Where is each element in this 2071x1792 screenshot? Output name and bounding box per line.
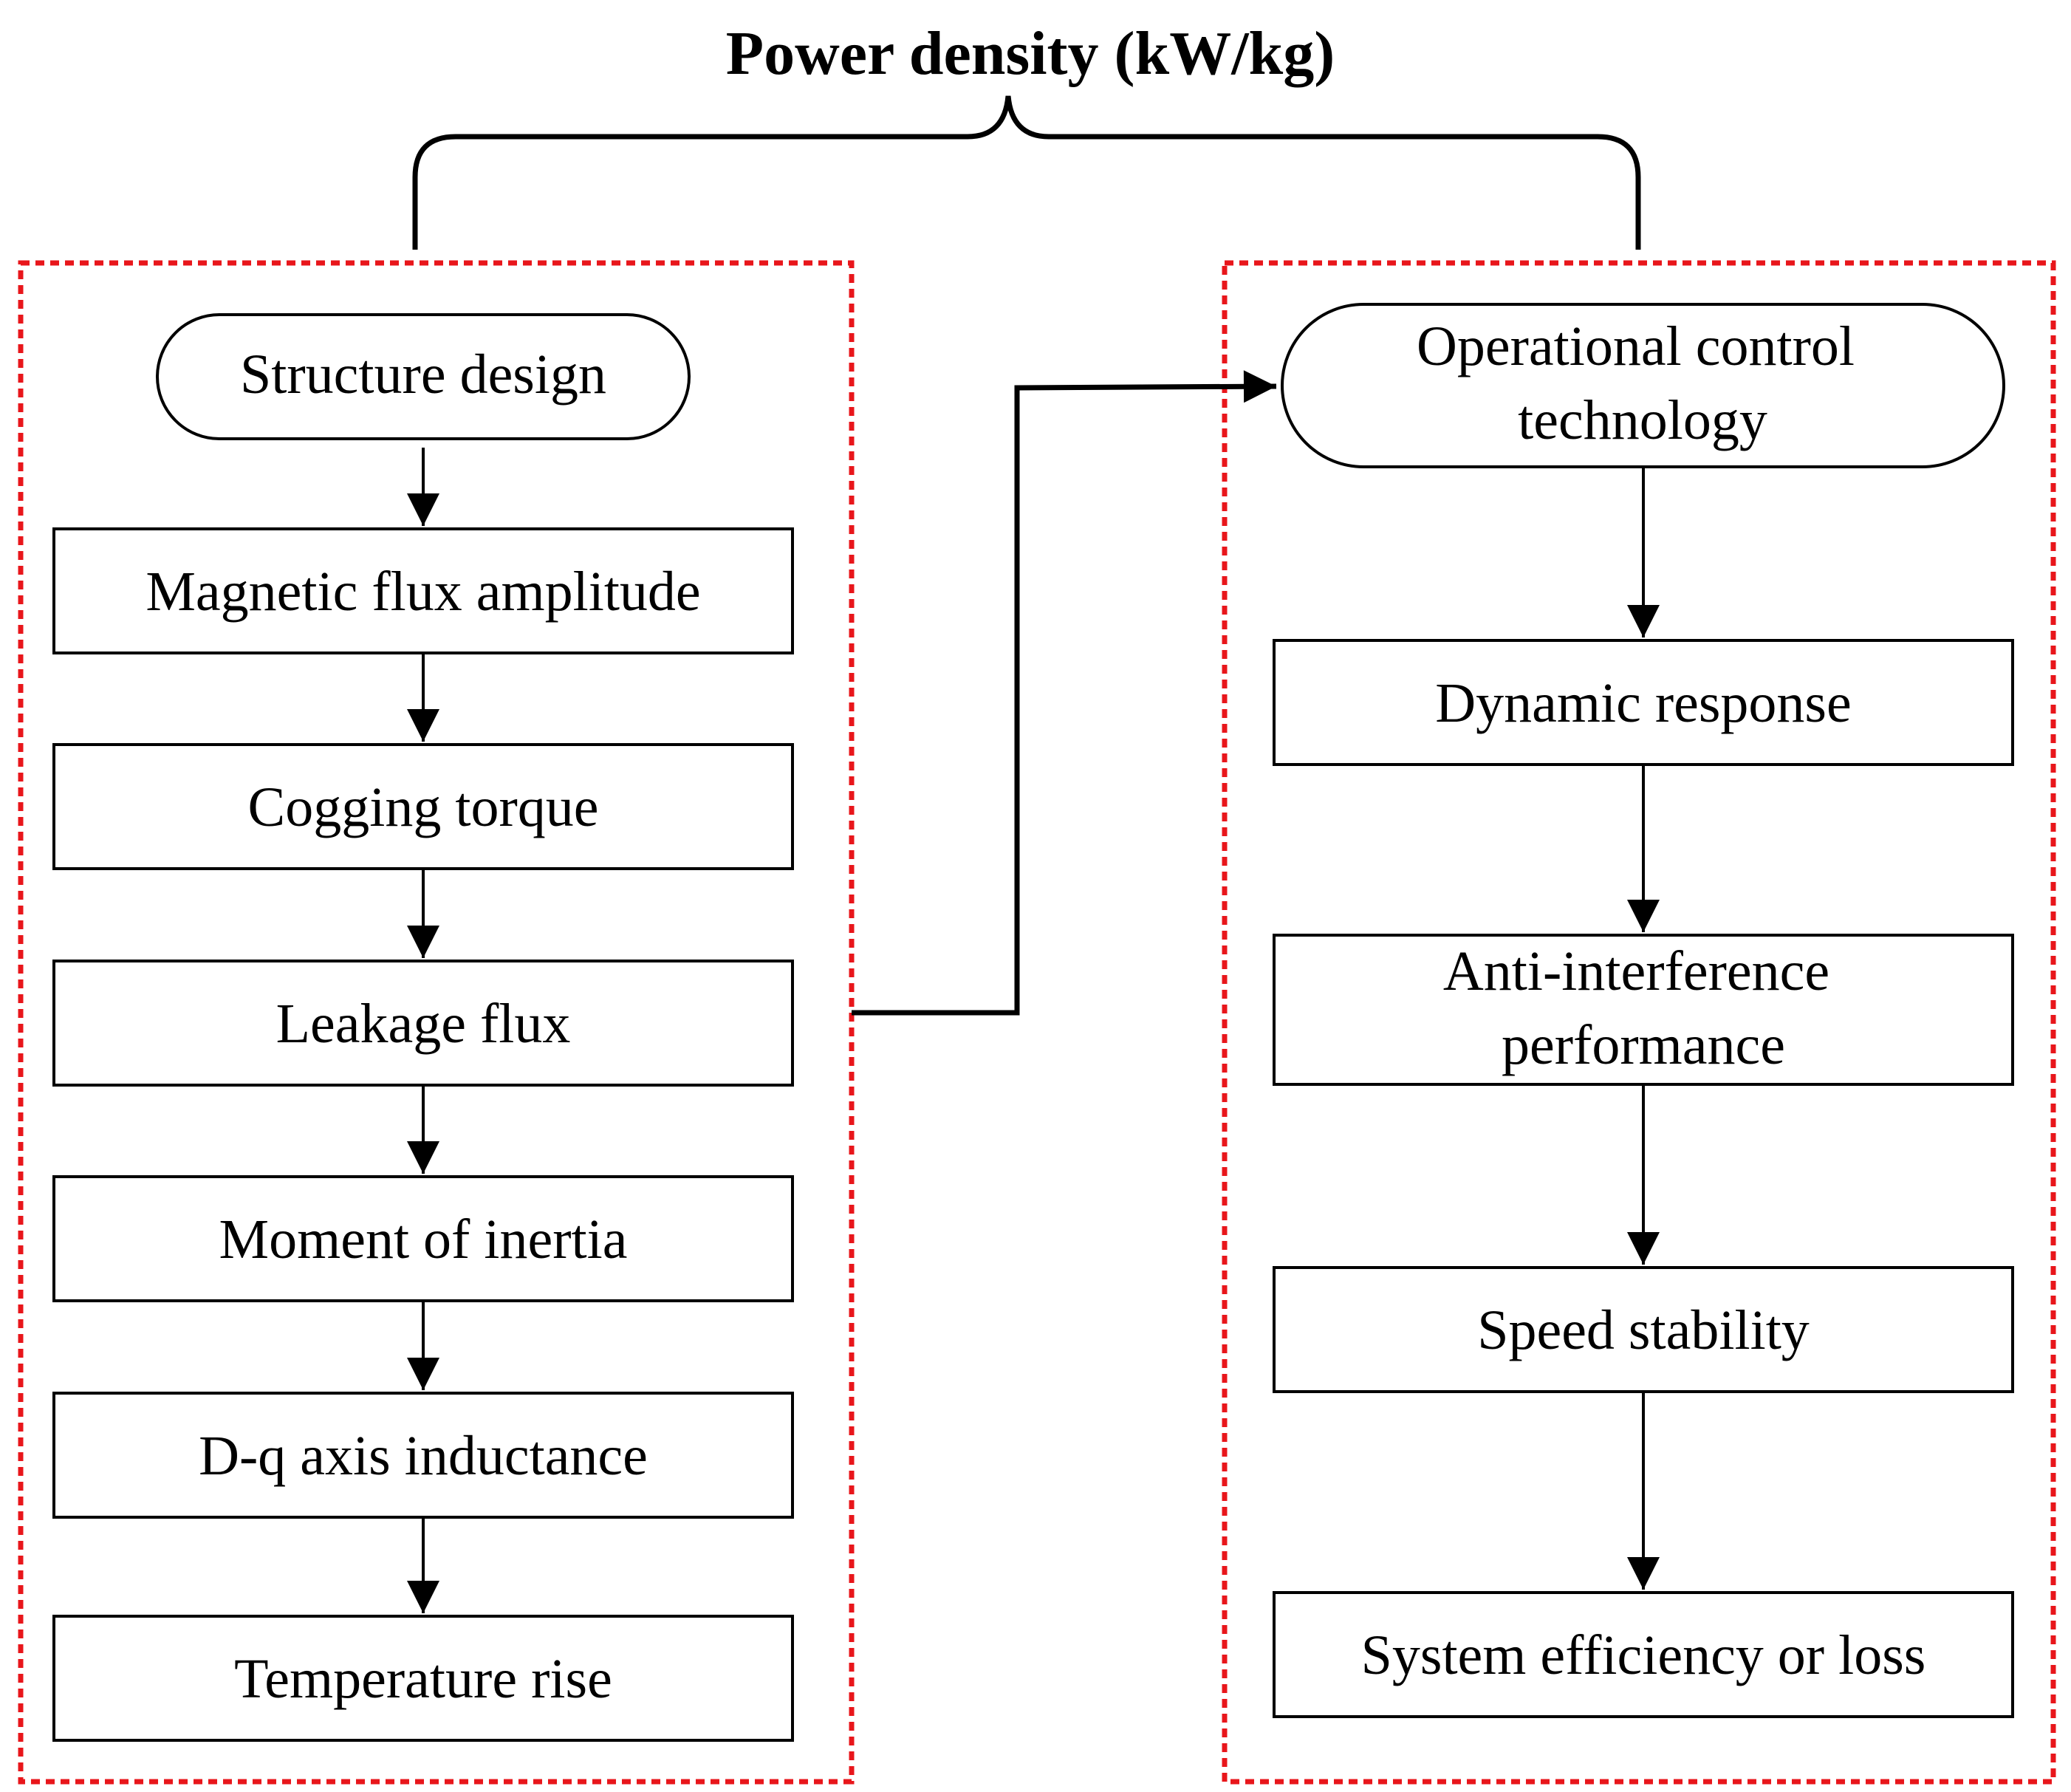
right-item-dynamic-response: Dynamic response <box>1273 639 2014 766</box>
left-item-leakage-flux: Leakage flux <box>52 960 794 1087</box>
left-group-border <box>18 260 855 1785</box>
left-item-label: Magnetic flux amplitude <box>146 561 700 623</box>
left-item-label: Temperature rise <box>234 1648 612 1710</box>
title-brace <box>412 95 1641 250</box>
left-item-magnetic-flux-amplitude: Magnetic flux amplitude <box>52 527 794 654</box>
right-item-speed-stability: Speed stability <box>1273 1266 2014 1393</box>
right-item-system-efficiency-or-loss: System efficiency or loss <box>1273 1591 2014 1718</box>
left-item-moment-of-inertia: Moment of inertia <box>52 1175 794 1302</box>
structure-design-label: Structure design <box>240 343 606 406</box>
left-item-label: Cogging torque <box>248 776 599 838</box>
structure-design-node: Structure design <box>156 313 691 440</box>
right-item-label: Anti-interference performance <box>1443 940 1844 1076</box>
operational-control-label: Operational control technology <box>1417 315 1869 451</box>
right-group-border <box>1222 260 2056 1785</box>
group-connector-arrow <box>852 370 1277 1016</box>
left-item-label: Leakage flux <box>276 993 571 1055</box>
left-item-cogging-torque: Cogging torque <box>52 743 794 870</box>
right-item-label: System efficiency or loss <box>1361 1624 1926 1686</box>
diagram-title: Power density (kW/kg) <box>726 19 1335 88</box>
left-item-temperature-rise: Temperature rise <box>52 1615 794 1742</box>
right-item-anti-interference-performance: Anti-interference performance <box>1273 934 2014 1086</box>
right-item-label: Dynamic response <box>1435 672 1852 734</box>
operational-control-technology-node: Operational control technology <box>1281 303 2005 468</box>
right-item-label: Speed stability <box>1477 1299 1810 1361</box>
left-item-dq-axis-inductance: D-q axis inductance <box>52 1392 794 1519</box>
left-item-label: Moment of inertia <box>219 1208 628 1271</box>
left-item-label: D-q axis inductance <box>199 1425 648 1487</box>
